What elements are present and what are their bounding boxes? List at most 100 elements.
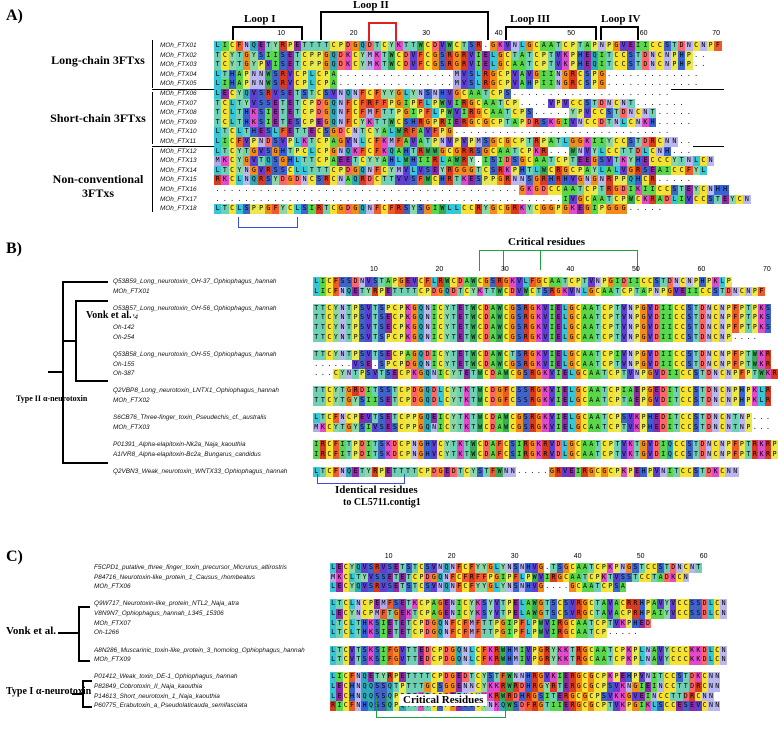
residue: E [679, 286, 687, 297]
residue: R [634, 165, 642, 176]
residue: K [535, 323, 543, 333]
residue: C [644, 572, 652, 583]
residue: A [569, 184, 577, 195]
seq-name: MOh_FTX08 [160, 109, 197, 117]
residue: . [525, 194, 533, 205]
residue: D [489, 386, 497, 396]
residue: N [424, 313, 431, 324]
residue: G [345, 422, 353, 433]
residue: V [365, 303, 372, 314]
residue: S [686, 449, 693, 460]
seq-name: Q53B58_Long_neurotoxin_OH-55_Ophiophagus… [113, 350, 277, 358]
residue: T [409, 146, 417, 157]
residue: G [568, 359, 575, 370]
residue: N [337, 108, 345, 118]
seq-name: Oh-387 [113, 370, 135, 378]
residue: E [431, 165, 439, 176]
residue: E [385, 422, 392, 433]
residue: N [620, 98, 628, 109]
residue: T [581, 572, 589, 583]
residue: T [308, 156, 316, 166]
residue: P [322, 146, 330, 157]
residue: N [518, 582, 526, 592]
residue: P [511, 165, 519, 176]
residue: A [587, 413, 595, 423]
residue: Y [250, 60, 258, 70]
residue: . [663, 108, 671, 118]
residue: T [601, 422, 608, 433]
residue: E [365, 359, 372, 370]
residue: . [625, 628, 633, 638]
residue: M [366, 60, 374, 70]
residue: . [250, 194, 258, 205]
residue: I [402, 98, 410, 109]
residue: T [620, 395, 628, 406]
residue: K [758, 303, 765, 314]
residue: N [627, 332, 634, 343]
residue: . [257, 184, 265, 195]
residue: A [548, 277, 556, 287]
residue: P [692, 277, 700, 287]
residue: N [718, 323, 726, 333]
residue: G [509, 303, 516, 314]
residue: L [330, 582, 337, 592]
residue: V [380, 563, 387, 573]
residue: C [682, 563, 689, 573]
residue: S [272, 136, 280, 147]
residue: I [430, 313, 438, 324]
residue: K [487, 681, 494, 692]
residue: Y [470, 286, 477, 297]
residue: P [614, 386, 621, 396]
residue: M [468, 618, 475, 629]
residue: D [634, 146, 642, 157]
residue: L [308, 69, 316, 80]
residue: T [556, 681, 563, 692]
residue: P [600, 681, 608, 692]
residue: V [607, 609, 614, 619]
residue: E [392, 563, 400, 573]
residue: P [367, 599, 375, 610]
residue: . [620, 127, 628, 137]
residue: E [385, 313, 392, 324]
residue: T [450, 323, 458, 333]
residue: E [430, 413, 438, 423]
residue: L [228, 98, 236, 109]
residue: P [322, 69, 330, 80]
residue: . [562, 108, 570, 118]
residue: A [562, 184, 570, 195]
residue: . [745, 332, 752, 343]
residue: K [535, 359, 543, 370]
residue: T [620, 146, 628, 157]
residue: I [339, 440, 346, 450]
residue: P [600, 618, 608, 629]
identical-residues-sub: to CL5711.contig1 [343, 497, 421, 508]
residue: E [293, 41, 301, 51]
residue: I [319, 277, 327, 287]
residue: Q [345, 466, 353, 477]
residue: T [319, 332, 327, 343]
residue: E [633, 386, 641, 396]
residue: L [561, 449, 569, 460]
residue: T [402, 41, 410, 51]
residue: G [496, 395, 503, 406]
residue: G [417, 395, 425, 406]
residue: S [272, 165, 280, 176]
residue: T [221, 69, 229, 80]
residue: W [569, 146, 577, 157]
residue: K [351, 146, 359, 157]
residue: T [405, 618, 412, 629]
residue: . [359, 194, 367, 205]
residue: C [682, 645, 689, 656]
residue: T [313, 386, 320, 396]
residue: F [380, 98, 388, 109]
residue: K [463, 395, 471, 406]
residue: T [380, 117, 388, 128]
seq-name: P60775_Erabutoxin_a_Pseudolaticauda_semi… [94, 702, 248, 710]
residue: G [475, 108, 483, 118]
residue: R [764, 349, 772, 360]
residue: V [554, 50, 562, 61]
residue: W [531, 599, 538, 610]
residue: P [725, 332, 732, 343]
residue: G [411, 349, 418, 360]
